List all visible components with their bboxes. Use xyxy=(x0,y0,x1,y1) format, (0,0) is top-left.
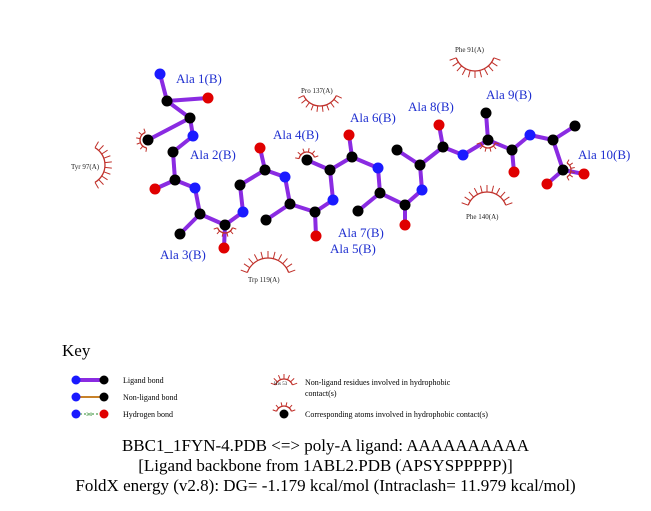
ligand-atoms xyxy=(142,68,590,254)
ligand-bond xyxy=(147,116,191,142)
atom-contact-arc xyxy=(566,159,575,181)
residue-label-ala8: Ala 8(B) xyxy=(408,99,454,114)
key-hbond-length: 3.0 xyxy=(86,413,93,418)
oxygen-atom xyxy=(254,142,266,154)
hydrophobic-label-phe140: Phe 140(A) xyxy=(466,213,499,221)
hydrophobic-arc-phe91 xyxy=(449,57,501,78)
atom-contact-arc xyxy=(136,128,148,152)
oxygen-atom xyxy=(202,92,214,104)
carbon-atom xyxy=(174,228,186,240)
key-legend: Ligand bond Non-ligand bond 3.0 Hydrogen… xyxy=(71,374,488,419)
key-residue-example: His 53 xyxy=(274,382,288,387)
carbon-atom xyxy=(557,164,569,176)
carbon-atom xyxy=(184,112,196,124)
residue-label-ala9: Ala 9(B) xyxy=(486,87,532,102)
residue-label-ala1: Ala 1(B) xyxy=(176,71,222,86)
carbon-atom xyxy=(346,151,358,163)
oxygen-atom xyxy=(343,129,355,141)
hydrophobic-arc-trp119 xyxy=(240,251,296,273)
carbon-atom xyxy=(547,134,559,146)
oxygen-atom xyxy=(578,168,590,180)
nitrogen-atom xyxy=(279,171,291,183)
footer-line-1: BBC1_1FYN-4.PDB <=> poly-A ligand: AAAAA… xyxy=(121,436,530,455)
nitrogen-atom xyxy=(187,130,199,142)
residue-label-ala6: Ala 6(B) xyxy=(350,110,396,125)
hydrophobic-arc-pro137 xyxy=(298,95,342,112)
residue-label-ala4: Ala 4(B) xyxy=(273,127,319,142)
carbon-atom xyxy=(391,144,403,156)
key-residues-text-2: contact(s) xyxy=(305,389,337,398)
carbon-atom xyxy=(284,198,296,210)
carbon-atom xyxy=(352,205,364,217)
key-atoms-text: Corresponding atoms involved in hydropho… xyxy=(305,410,488,419)
carbon-atom xyxy=(324,164,336,176)
oxygen-atom xyxy=(218,242,230,254)
residue-label-ala5: Ala 5(B) xyxy=(330,241,376,256)
hydrophobic-label-tyr97: Tyr 97(A) xyxy=(71,163,100,171)
key-hydrophobic-residue-icon xyxy=(270,374,298,386)
nitrogen-atom xyxy=(189,182,201,194)
oxygen-atom xyxy=(399,219,411,231)
carbon-atom xyxy=(569,120,581,132)
carbon-atom xyxy=(234,179,246,191)
carbon-atom xyxy=(399,199,411,211)
footer-line-3: FoldX energy (v2.8): DG= -1.179 kcal/mol… xyxy=(75,476,576,495)
key-ligand-bond-label: Ligand bond xyxy=(123,376,164,385)
carbon-atom xyxy=(480,107,492,119)
key-title: Key xyxy=(62,341,91,360)
carbon-atom xyxy=(260,214,272,226)
carbon-atom xyxy=(194,208,206,220)
key-arc-residue xyxy=(270,374,298,386)
footer-line-2: [Ligand backbone from 1ABL2.PDB (APSYSPP… xyxy=(138,456,513,475)
carbon-atom xyxy=(506,144,518,156)
hydrophobic-arc-phe140 xyxy=(461,185,513,206)
carbon-atom xyxy=(219,219,231,231)
carbon-atom xyxy=(482,134,494,146)
residue-label-ala2: Ala 2(B) xyxy=(190,147,236,162)
carbon-atom xyxy=(309,206,321,218)
carbon-atom xyxy=(169,174,181,186)
hydrophobic-contact-arcs xyxy=(94,57,575,273)
hydrophobic-label-trp119: Trp 119(A) xyxy=(248,276,280,284)
key-hydrogen-bond-label: Hydrogen bond xyxy=(123,410,173,419)
key-arc-atom xyxy=(272,402,296,412)
carbon-atom xyxy=(167,146,179,158)
hydrophobic-label-phe91: Phe 91(A) xyxy=(455,46,485,54)
key-hydrophobic-atom-icon xyxy=(272,402,296,412)
nitrogen-atom xyxy=(524,129,536,141)
hydrophobic-label-pro137: Pro 137(A) xyxy=(301,87,333,95)
nitrogen-atom xyxy=(457,149,469,161)
carbon-atom xyxy=(142,134,154,146)
nitrogen-atom xyxy=(416,184,428,196)
carbon-atom xyxy=(161,95,173,107)
nitrogen-atom xyxy=(327,194,339,206)
oxygen-atom xyxy=(508,166,520,178)
key-residues-text-1: Non-ligand residues involved in hydropho… xyxy=(305,378,451,387)
atom-contact-arc xyxy=(295,148,319,160)
key-nonligand-bond-label: Non-ligand bond xyxy=(123,393,177,402)
atom-contact-arc xyxy=(476,142,500,152)
nitrogen-atom xyxy=(372,162,384,174)
carbon-atom xyxy=(414,159,426,171)
carbon-atom xyxy=(301,154,313,166)
oxygen-atom xyxy=(433,119,445,131)
residue-label-ala3: Ala 3(B) xyxy=(160,247,206,262)
oxygen-atom xyxy=(310,230,322,242)
atom-contact-arc xyxy=(213,227,237,237)
carbon-atom xyxy=(259,164,271,176)
nitrogen-atom xyxy=(154,68,166,80)
ligand-bond xyxy=(166,96,209,103)
carbon-atom xyxy=(374,187,386,199)
nitrogen-atom xyxy=(237,206,249,218)
residue-label-ala7: Ala 7(B) xyxy=(338,225,384,240)
oxygen-atom xyxy=(149,183,161,195)
carbon-atom xyxy=(437,141,449,153)
oxygen-atom xyxy=(541,178,553,190)
hydrophobic-arc-tyr97 xyxy=(94,141,112,189)
residue-label-ala10: Ala 10(B) xyxy=(578,147,630,162)
